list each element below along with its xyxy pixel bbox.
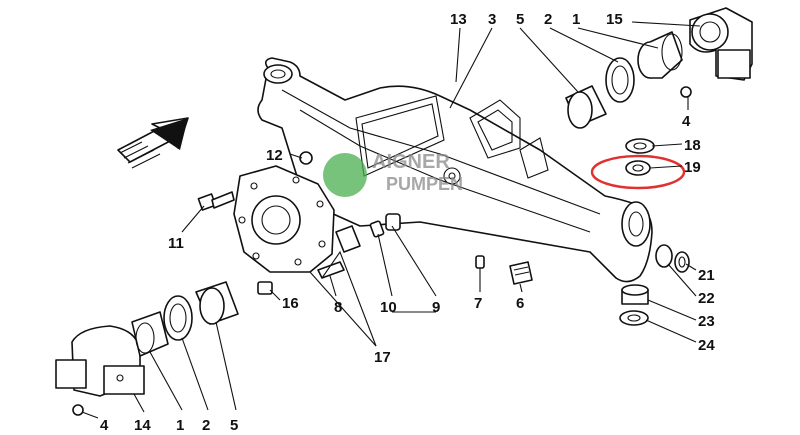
callout-21: 21 xyxy=(698,267,715,284)
washer-24 xyxy=(619,310,649,326)
callout-14: 14 xyxy=(134,417,151,434)
pin-7 xyxy=(475,255,485,269)
callout-3: 3 xyxy=(488,11,496,28)
watermark-line1: AIGNER xyxy=(372,151,450,173)
callout-23: 23 xyxy=(698,313,715,330)
bushing-1-top xyxy=(637,31,683,79)
callout-11: 11 xyxy=(168,235,184,252)
callout-7: 7 xyxy=(474,295,482,312)
bolt-10 xyxy=(369,213,401,238)
callout-6: 6 xyxy=(516,295,524,312)
callout-16: 16 xyxy=(282,295,299,312)
callout-1: 1 xyxy=(572,11,580,28)
plate-6 xyxy=(509,261,533,285)
callout-18: 18 xyxy=(684,137,701,154)
ring-2-top xyxy=(605,57,635,103)
bolt-11 xyxy=(197,191,235,211)
grease-nipple-4-top xyxy=(680,86,692,98)
callout-19: 19 xyxy=(684,159,701,176)
callout-1-bottom: 1 xyxy=(176,417,184,434)
callout-22: 22 xyxy=(698,290,715,307)
watermark-logo: AIGNER PUMPEN xyxy=(323,151,463,197)
sleeve-5-top xyxy=(565,85,607,129)
bush-22 xyxy=(655,244,673,268)
callout-10: 10 xyxy=(380,299,397,316)
callout-labels: 13 3 5 2 1 15 4 18 19 12 11 16 8 10 9 7 … xyxy=(100,11,715,434)
callout-5-bottom: 5 xyxy=(230,417,238,434)
axle-housing xyxy=(257,57,653,283)
callout-4-bottom: 4 xyxy=(100,417,109,434)
spacer-23 xyxy=(621,284,649,305)
washer-19 xyxy=(625,160,651,176)
carrier-housing xyxy=(233,165,361,273)
callout-17: 17 xyxy=(374,349,391,366)
callout-2: 2 xyxy=(544,11,552,28)
bracket-15 xyxy=(689,7,753,81)
leader-lines xyxy=(81,21,701,419)
sleeve-5-bottom xyxy=(195,281,239,325)
callout-4-top: 4 xyxy=(682,113,691,130)
highlight-circle-part-19 xyxy=(590,154,686,190)
washer-18 xyxy=(625,138,655,154)
callout-13: 13 xyxy=(450,11,467,28)
ring-21 xyxy=(674,251,690,273)
callout-9: 9 xyxy=(432,299,440,316)
bushing-1-bottom xyxy=(131,311,169,357)
grease-nipple-4-bottom xyxy=(72,404,84,416)
direction-arrow xyxy=(117,117,189,169)
callout-24: 24 xyxy=(698,337,715,354)
plug-16 xyxy=(257,281,273,295)
callout-12: 12 xyxy=(266,147,283,164)
ring-2-bottom xyxy=(163,295,193,341)
watermark-globe-icon xyxy=(323,153,367,197)
callout-5: 5 xyxy=(516,11,524,28)
callout-8: 8 xyxy=(334,299,342,316)
bracket-14 xyxy=(55,325,145,397)
nut-12 xyxy=(299,151,313,165)
callout-15: 15 xyxy=(606,11,623,28)
watermark-line2: PUMPEN xyxy=(386,174,463,194)
callout-2-bottom: 2 xyxy=(202,417,210,434)
